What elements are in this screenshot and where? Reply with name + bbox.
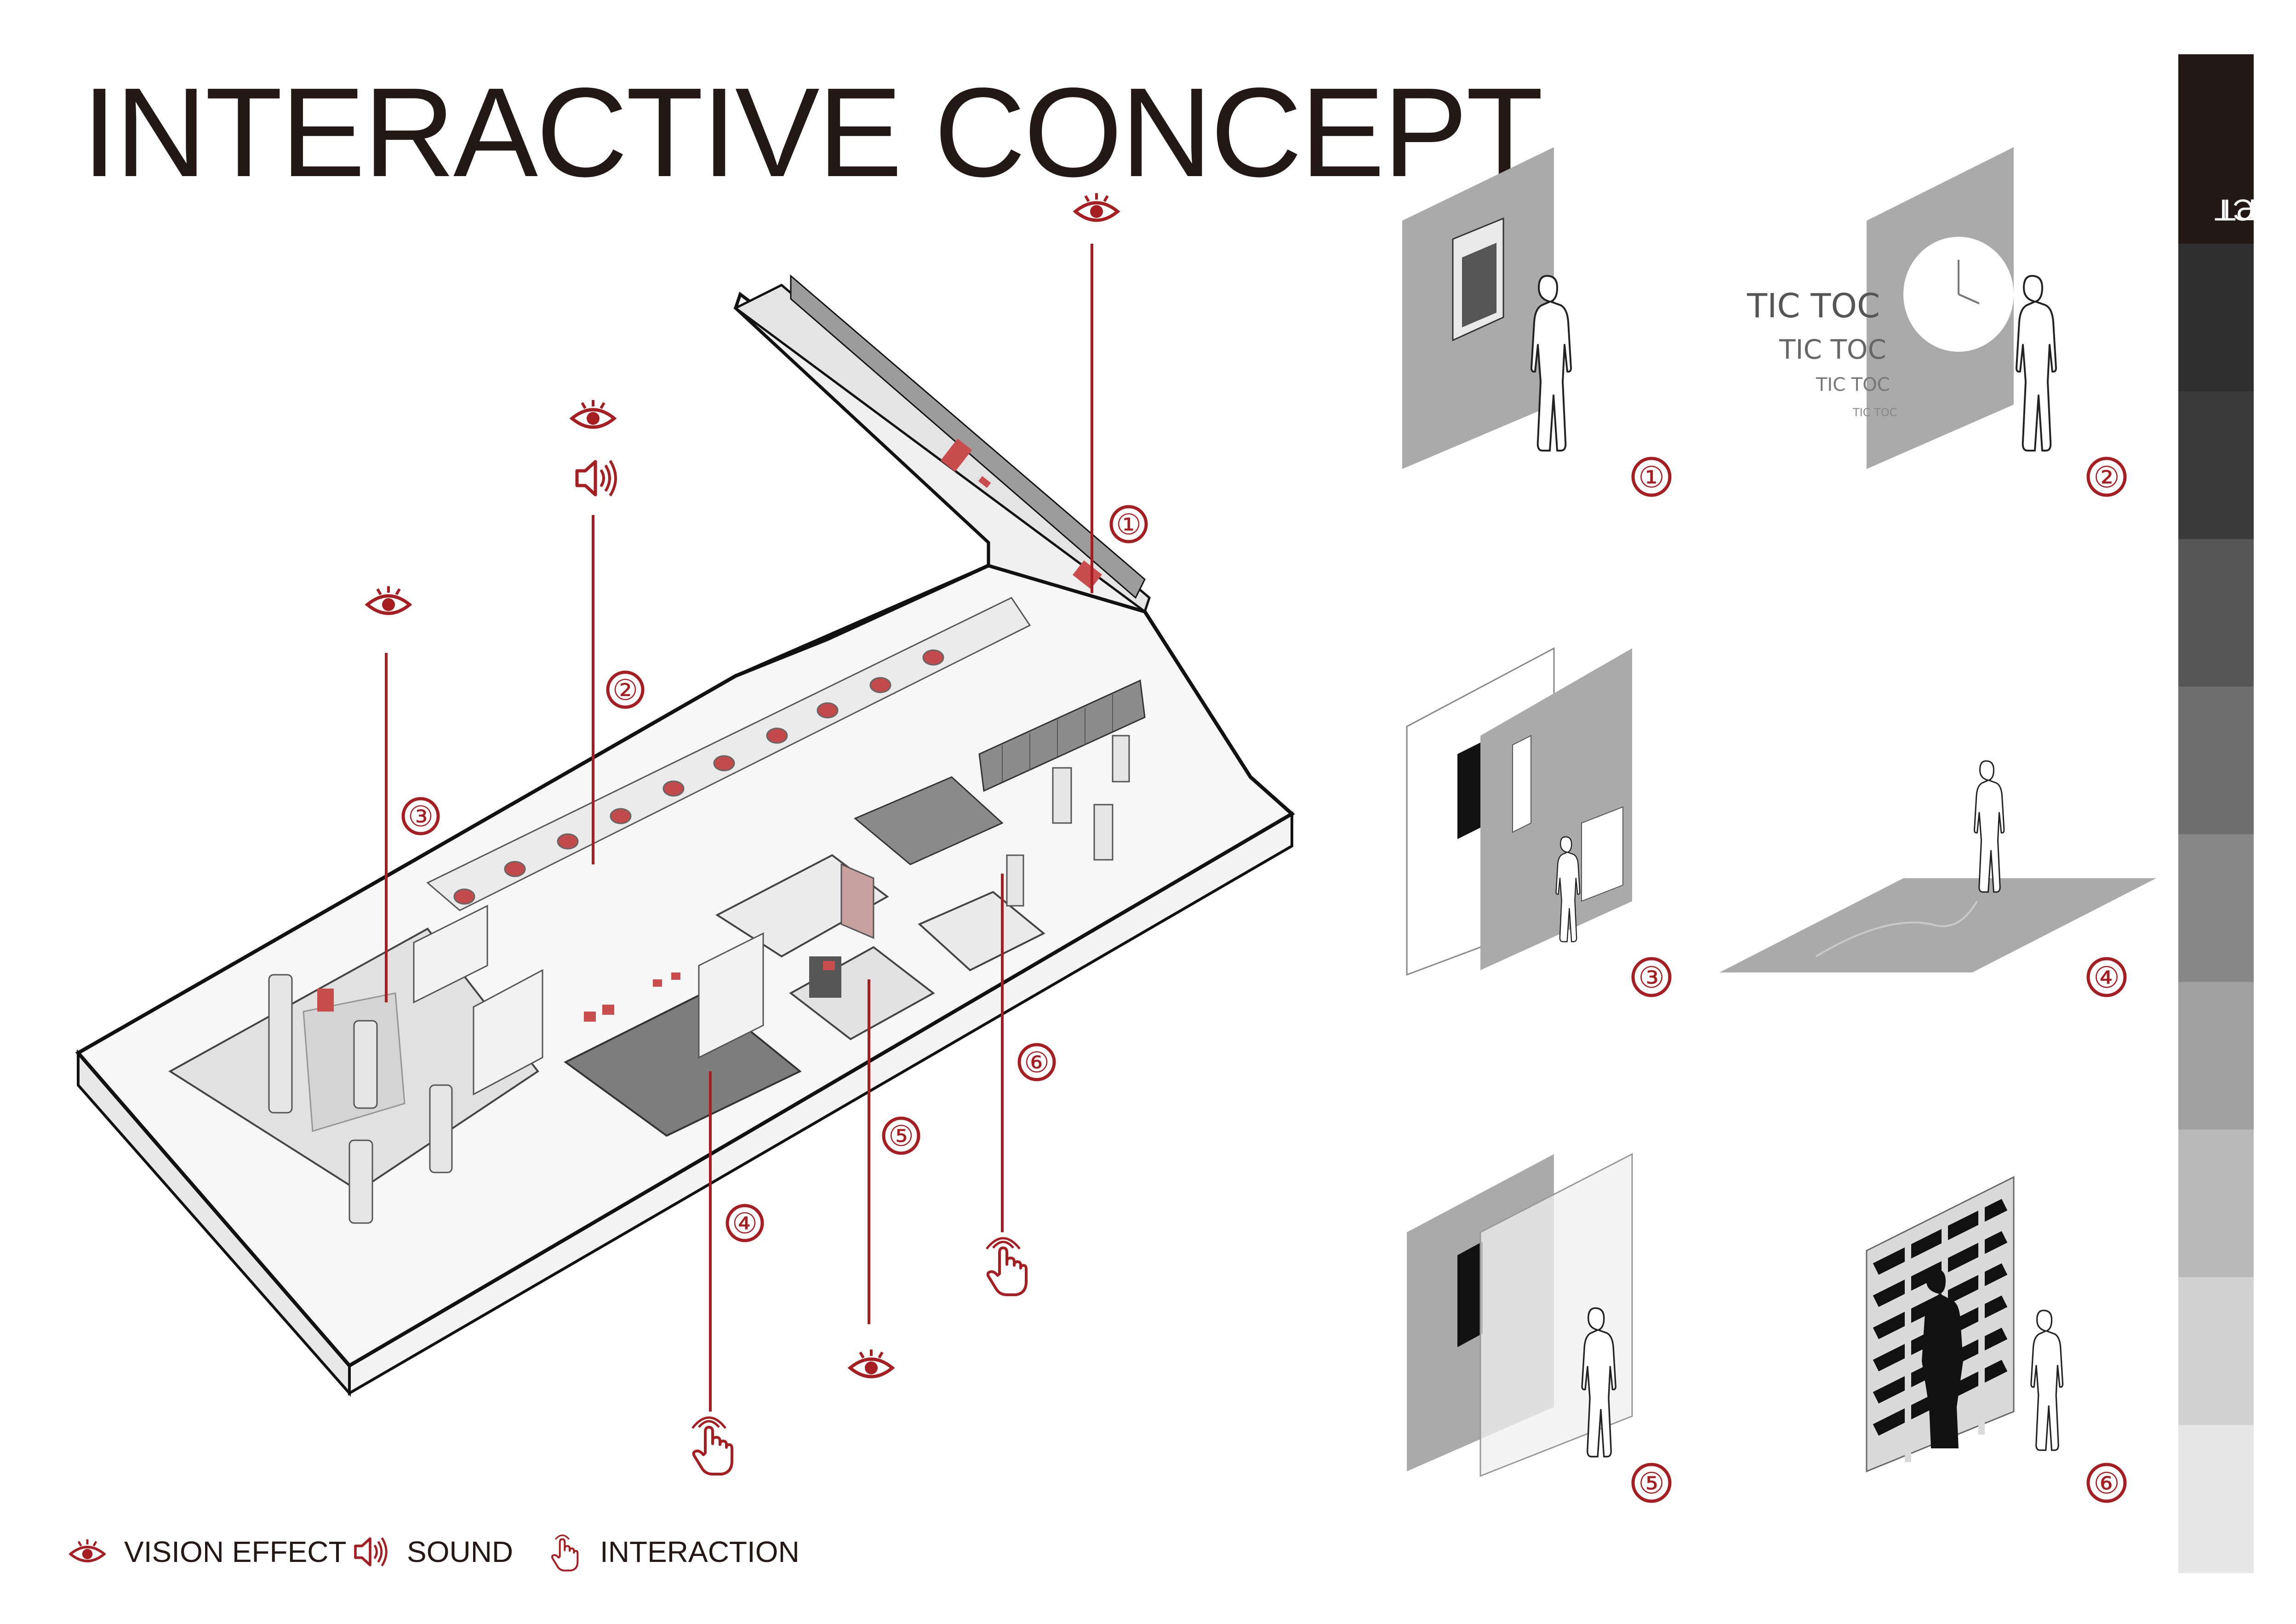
tic-toc-text-3: TIC TOC (1816, 374, 1890, 395)
plan-marker-2-number: ② (612, 675, 638, 706)
concept-panel-3: ③ (1406, 647, 1672, 997)
concept-panel-1: ① (1402, 147, 1672, 497)
panel-3-label: ③ (1638, 961, 1664, 994)
legend-interaction: INTERACTION (545, 1531, 800, 1573)
plan-marker-6-number: ⑥ (1024, 1047, 1050, 1079)
swatch-1 (2178, 244, 2254, 392)
eye-icon (69, 1539, 106, 1562)
swatch-6 (2178, 982, 2254, 1130)
swatch-7 (2178, 1129, 2254, 1278)
swatch-4 (2178, 686, 2254, 835)
plan-marker-5-number: ⑤ (888, 1121, 914, 1152)
swatch-5 (2178, 834, 2254, 983)
side-tab-header (2178, 54, 2254, 244)
plan-marker-3-number: ③ (408, 801, 434, 833)
plan-marker-4-number: ④ (732, 1208, 758, 1240)
tic-toc-text-2: TIC TOC (1779, 334, 1886, 365)
side-tab-line-2: CONCEPT (2217, 193, 2296, 227)
legend-vision-effect: VISION EFFECT (69, 1531, 347, 1573)
panel-5-label: ⑤ (1638, 1467, 1664, 1500)
plan-marker-2: ② (572, 400, 643, 864)
tic-toc-text-4: TIC TOC (1852, 406, 1897, 419)
legend-interaction-label: INTERACTION (600, 1535, 800, 1568)
plan-marker-5: ⑤ (850, 979, 919, 1377)
legend-sound: SOUND (352, 1531, 513, 1573)
speaker-icon (354, 1537, 388, 1567)
cylinders (268, 974, 453, 1224)
legend-sound-label: SOUND (407, 1535, 514, 1568)
panel-1-label: ① (1638, 461, 1664, 494)
concept-panel-5: ⑤ (1407, 1153, 1672, 1503)
page-title: INTERACTIVE CONCEPT (82, 62, 1543, 203)
panel-6-label: ⑥ (2093, 1467, 2119, 1500)
panel-4-label: ④ (2093, 961, 2119, 994)
plan-marker-4: ④ (692, 1071, 762, 1474)
hand-icon (551, 1534, 579, 1572)
side-tab-label: INTERACTCONCEPT (2178, 55, 2296, 244)
concept-panel-2: TIC TOC TIC TOC TIC TOC TIC TOC ② (1747, 147, 2127, 497)
swatch-3 (2178, 539, 2254, 687)
swatch-2 (2178, 391, 2254, 540)
plan-marker-3: ③ (367, 586, 438, 1002)
legend-vision-effect-label: VISION EFFECT (124, 1535, 347, 1568)
concept-panel-6: ⑥ (1866, 1176, 2127, 1503)
round-red-windows (453, 649, 944, 905)
swatch-8 (2178, 1277, 2254, 1425)
swatch-9 (2178, 1424, 2254, 1573)
plan-marker-1-number: ① (1116, 509, 1142, 541)
grayscale-swatches (2178, 244, 2254, 1573)
concept-panel-4: ④ (1719, 760, 2156, 997)
building-shell (75, 274, 1295, 1397)
panel-2-label: ② (2093, 461, 2119, 494)
plan-marker-1: ① (1075, 193, 1146, 593)
plan-marker-6: ⑥ (987, 874, 1054, 1295)
tic-toc-text-1: TIC TOC (1747, 286, 1880, 325)
